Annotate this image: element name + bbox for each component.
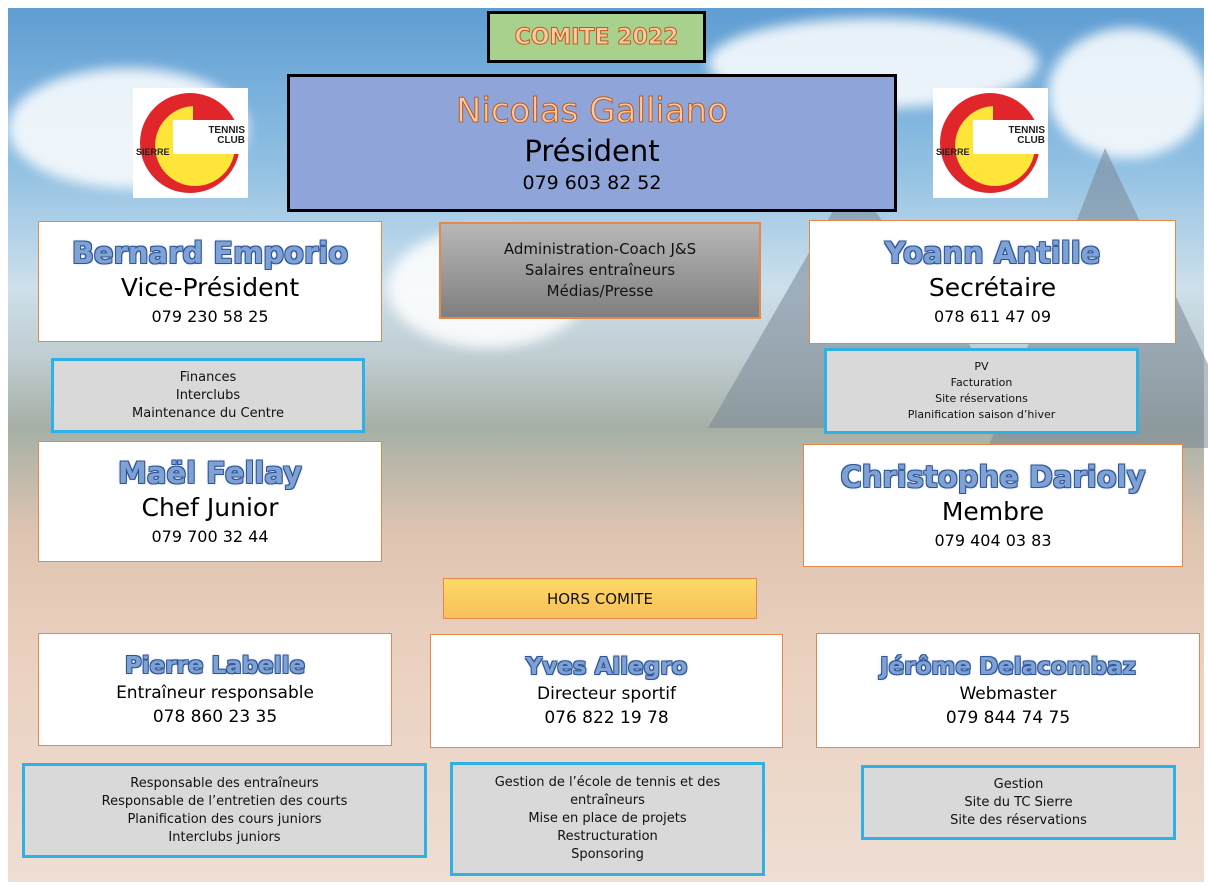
president-name: Nicolas Galliano — [456, 91, 729, 132]
task-item: Interclubs juniors — [168, 829, 281, 845]
hors-comite-banner: HORS COMITE — [443, 578, 757, 619]
director-phone: 076 822 19 78 — [544, 708, 669, 728]
task-item: Planification des cours juniors — [127, 811, 322, 827]
vice-president-box: Bernard Emporio Vice-Président 079 230 5… — [38, 221, 382, 342]
vice-president-phone: 079 230 58 25 — [151, 306, 269, 326]
tennis-club-logo-right: TENNIS CLUB SIERRE — [933, 88, 1048, 198]
admin-line: Salaires entraîneurs — [524, 261, 676, 279]
task-item: Sponsoring — [571, 847, 644, 862]
secretary-name: Yoann Antille — [884, 236, 1101, 270]
task-item: Gestion — [993, 776, 1044, 792]
task-item: Interclubs — [175, 387, 241, 403]
task-item: Facturation — [950, 376, 1013, 389]
coach-tasks: Responsable des entraîneurs Responsable … — [22, 763, 427, 858]
hors-comite-label: HORS COMITE — [546, 589, 654, 608]
task-item: Finances — [179, 369, 237, 385]
task-item: Site des réservations — [950, 812, 1087, 828]
junior-chief-box: Maël Fellay Chef Junior 079 700 32 44 — [38, 441, 382, 562]
task-item: Gestion de l’école de tennis et des — [494, 775, 721, 790]
task-item: Responsable des entraîneurs — [130, 775, 319, 791]
task-item: Site du TC Sierre — [964, 794, 1073, 810]
task-item: entraîneurs — [570, 793, 645, 808]
secretary-tasks: PV Facturation Site réservations Planifi… — [824, 348, 1139, 434]
director-box: Yves Allegro Directeur sportif 076 822 1… — [430, 634, 783, 748]
president-box: Nicolas Galliano Président 079 603 82 52 — [287, 74, 897, 212]
tennis-club-logo-left: TENNIS CLUB SIERRE — [133, 88, 248, 198]
junior-chief-phone: 079 700 32 44 — [151, 526, 269, 546]
director-name: Yves Allegro — [525, 654, 688, 680]
webmaster-phone: 079 844 74 75 — [945, 707, 1071, 728]
webmaster-name: Jérôme Delacombaz — [880, 653, 1136, 680]
page-title: COMITE 2022 — [514, 24, 679, 50]
admin-line: Médias/Presse — [546, 282, 654, 300]
coach-phone: 078 860 23 35 — [152, 706, 278, 727]
task-item: Maintenance du Centre — [132, 405, 284, 421]
logo-text-tennis: TENNIS — [208, 125, 245, 136]
logo-text-tennis: TENNIS — [1008, 125, 1045, 136]
logo-text-club: CLUB — [217, 135, 245, 146]
task-item: Mise en place de projets — [528, 811, 687, 826]
logo-text-club: CLUB — [1017, 135, 1045, 146]
president-phone: 079 603 82 52 — [522, 172, 662, 194]
admin-line: Administration-Coach J&S — [503, 240, 697, 258]
task-item: Restructuration — [557, 829, 658, 844]
task-item: Planification saison d’hiver — [907, 408, 1056, 421]
webmaster-box: Jérôme Delacombaz Webmaster 079 844 74 7… — [816, 633, 1200, 748]
president-role: Président — [524, 134, 660, 168]
junior-chief-role: Chef Junior — [141, 492, 279, 522]
vice-president-role: Vice-Président — [120, 272, 300, 302]
task-item: Responsable de l’entretien des courts — [101, 793, 348, 809]
vice-president-name: Bernard Emporio — [71, 235, 349, 270]
member-role: Membre — [941, 496, 1045, 526]
secretary-role: Secrétaire — [928, 273, 1057, 302]
junior-chief-name: Maël Fellay — [118, 455, 302, 490]
coach-name: Pierre Labelle — [124, 652, 306, 679]
task-item: Site réservations — [935, 392, 1028, 405]
logo-text-sierre: SIERRE — [936, 147, 970, 157]
director-tasks: Gestion de l’école de tennis et des entr… — [450, 762, 765, 876]
logo-text-sierre: SIERRE — [136, 147, 170, 157]
webmaster-tasks: Gestion Site du TC Sierre Site des réser… — [861, 765, 1176, 840]
coach-role: Entraîneur responsable — [116, 682, 314, 703]
secretary-phone: 078 611 47 09 — [933, 307, 1052, 326]
member-name: Christophe Darioly — [840, 459, 1146, 494]
task-item: PV — [974, 360, 989, 373]
director-role: Directeur sportif — [537, 684, 676, 704]
title-box: COMITE 2022 — [487, 11, 706, 63]
coach-box: Pierre Labelle Entraîneur responsable 07… — [38, 633, 392, 746]
member-box: Christophe Darioly Membre 079 404 03 83 — [803, 444, 1183, 567]
secretary-box: Yoann Antille Secrétaire 078 611 47 09 — [809, 220, 1176, 344]
webmaster-role: Webmaster — [959, 683, 1057, 704]
member-phone: 079 404 03 83 — [934, 530, 1052, 550]
admin-box: Administration-Coach J&S Salaires entraî… — [439, 222, 761, 319]
cloud — [1048, 28, 1208, 158]
vice-president-tasks: Finances Interclubs Maintenance du Centr… — [51, 358, 365, 433]
